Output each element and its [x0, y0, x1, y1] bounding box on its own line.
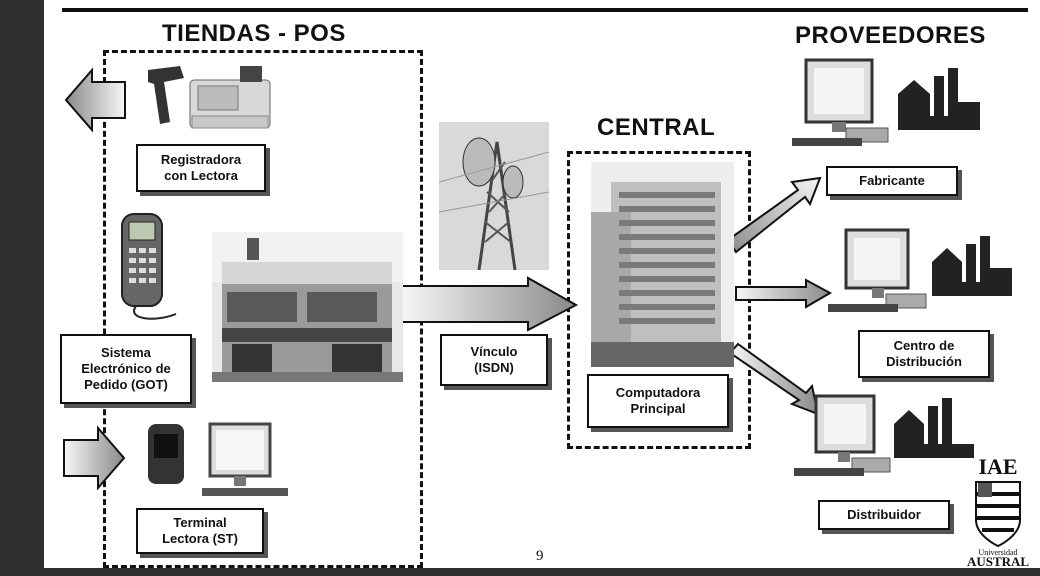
- manufacturer-computer-icon: [792, 58, 980, 146]
- isdn-tower-photo: [439, 122, 549, 270]
- central-title: CENTRAL: [597, 114, 716, 141]
- svg-text:IAE: IAE: [978, 454, 1017, 479]
- label-computer: Computadora Principal: [587, 374, 729, 428]
- terminal-scanner-icon: [148, 422, 288, 496]
- arrow-in-left: [63, 425, 126, 491]
- dc-factory-icon: [932, 236, 1012, 296]
- bottom-bar: [0, 568, 1040, 576]
- label-manufacturer: Fabricante: [826, 166, 958, 196]
- suppliers-title: PROVEEDORES: [795, 22, 986, 49]
- dc-computer-icon: [828, 228, 1012, 312]
- iae-austral-logo: IAE Universidad AUSTRAL: [967, 454, 1029, 568]
- arrow-to-dc: [735, 278, 833, 309]
- label-link: Vínculo (ISDN): [440, 334, 548, 386]
- svg-text:AUSTRAL: AUSTRAL: [967, 554, 1029, 568]
- distributor-factory-icon: [894, 398, 974, 458]
- label-register: Registradora con Lectora: [136, 144, 266, 192]
- left-bar: [0, 0, 44, 576]
- got-handheld-icon: [121, 213, 177, 320]
- manufacturer-factory-icon: [898, 68, 980, 130]
- stores-title: TIENDAS - POS: [162, 20, 346, 47]
- distributor-computer-icon: [794, 394, 974, 476]
- arrow-to-distributor: [728, 342, 820, 416]
- label-dc: Centro de Distribución: [858, 330, 990, 378]
- arrow-out-left: [64, 67, 126, 133]
- store-photo: [212, 232, 403, 382]
- page-number: 9: [536, 548, 544, 564]
- barcode-scanner-icon: [148, 66, 271, 129]
- label-got: Sistema Electrónico de Pedido (GOT): [60, 334, 192, 404]
- label-st: Terminal Lectora (ST): [136, 508, 264, 554]
- central-building-photo: [591, 162, 734, 367]
- label-distributor: Distribuidor: [818, 500, 950, 530]
- arrow-to-manufacturer: [726, 176, 822, 254]
- arrow-store-to-central: [401, 276, 579, 332]
- top-rule: [62, 8, 1028, 12]
- svg-text:Universidad: Universidad: [978, 548, 1017, 557]
